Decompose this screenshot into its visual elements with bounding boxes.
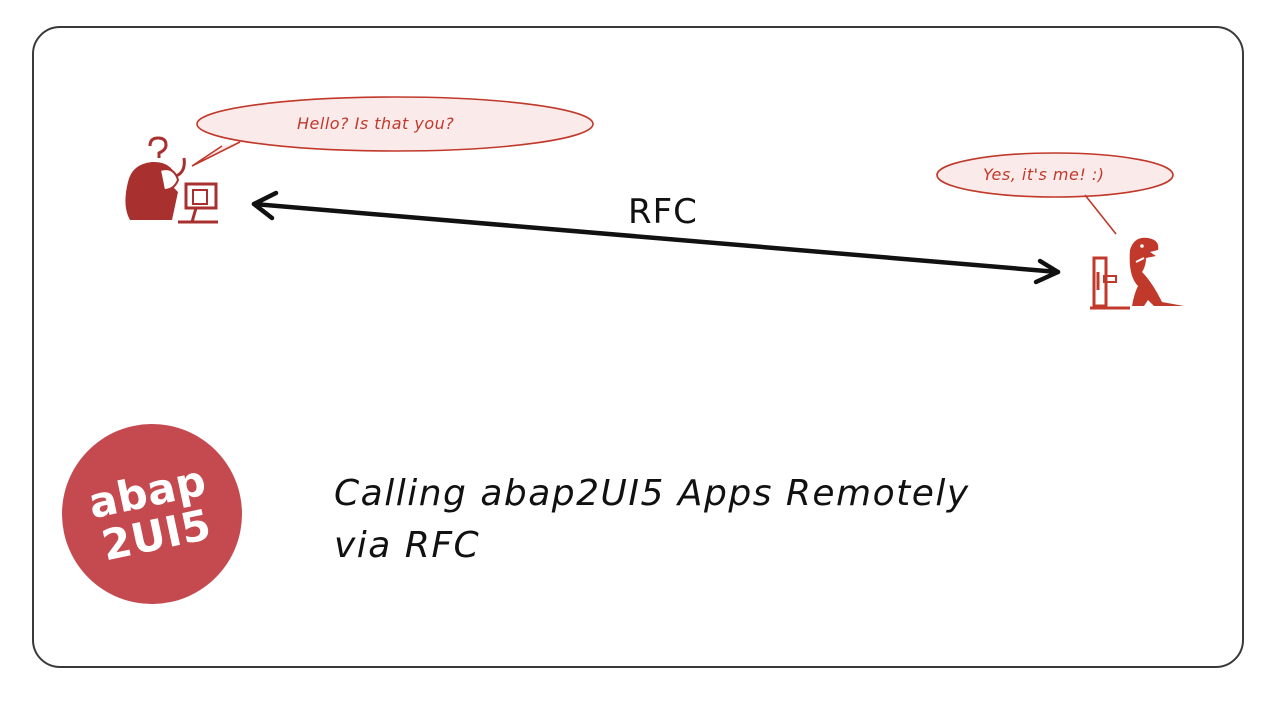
right-speech-bubble — [936, 152, 1174, 235]
right-bubble-text: Yes, it's me! :) — [983, 165, 1105, 184]
title-line-1: Calling abap2UI5 Apps Remotely — [334, 473, 970, 514]
elephant-at-computer-icon — [125, 136, 218, 224]
title-line-2: via RFC — [334, 525, 481, 566]
rfc-label: RFC — [628, 192, 698, 232]
left-bubble-text: Hello? Is that you? — [297, 114, 455, 133]
dinosaur-at-computer-icon — [1090, 237, 1184, 310]
slide-frame — [32, 26, 1244, 668]
rfc-connection-arrow — [251, 190, 1061, 285]
left-speech-bubble — [191, 96, 594, 167]
slide-title: Calling abap2UI5 Apps Remotely via RFC — [334, 468, 970, 572]
